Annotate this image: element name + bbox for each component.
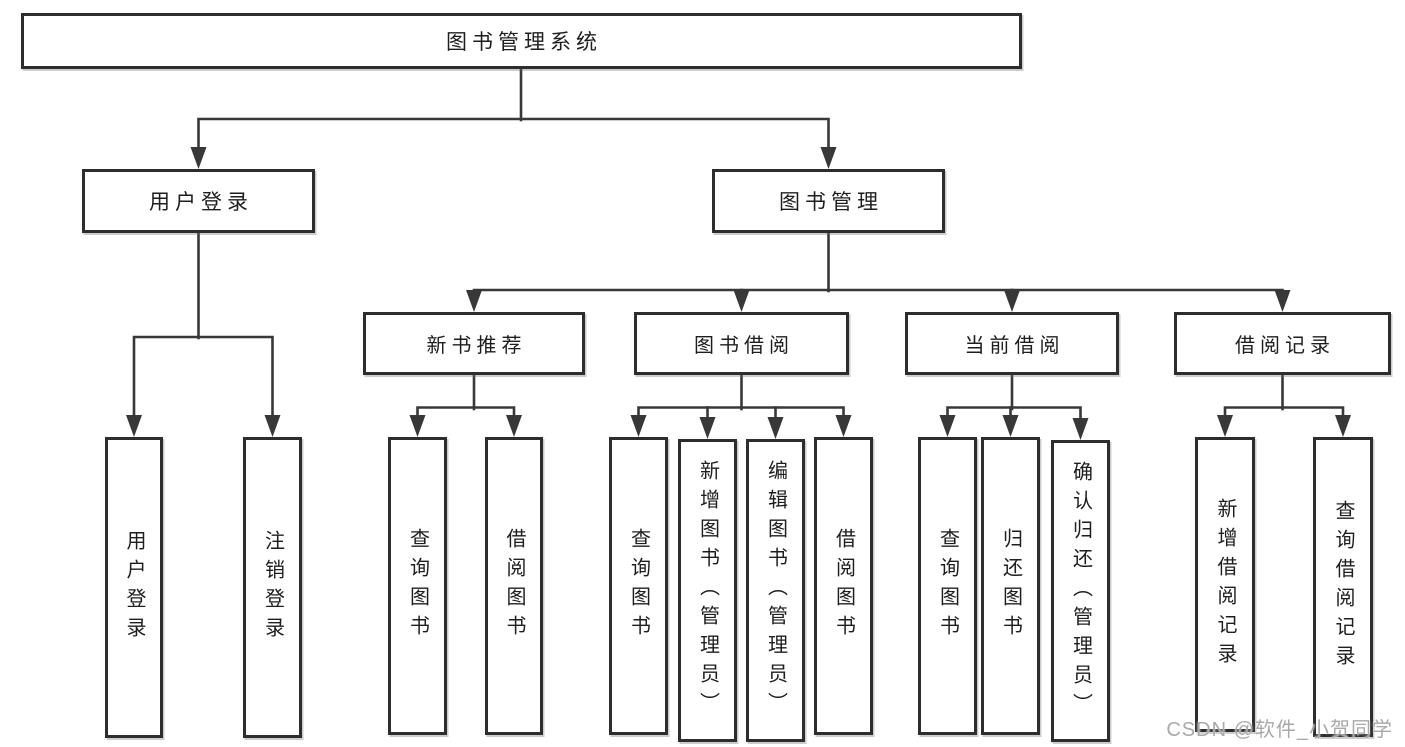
node-current-borrowing: 当前借阅: [905, 312, 1119, 375]
node-query-books-current: 查询图书: [918, 437, 977, 735]
watermark-text: CSDN @软件_小贺同学: [1166, 719, 1393, 741]
node-query-borrow-record: 查询借阅记录: [1313, 437, 1373, 737]
node-return-book: 归还图书: [981, 437, 1040, 735]
node-book-management: 图书管理: [712, 169, 945, 233]
node-confirm-return-admin: 确认归还（管理员）: [1051, 440, 1110, 742]
node-query-books-recommend: 查询图书: [388, 437, 447, 735]
node-add-borrow-record: 新增借阅记录: [1195, 437, 1255, 732]
node-edit-book-admin: 编辑图书（管理员）: [746, 439, 805, 742]
node-borrow-books-recommend: 借阅图书: [485, 437, 543, 735]
node-borrowing-records: 借阅记录: [1174, 312, 1391, 375]
node-add-book-admin: 新增图书（管理员）: [678, 439, 737, 742]
node-borrow-books-borrowing: 借阅图书: [814, 437, 873, 735]
node-query-books-borrowing: 查询图书: [609, 437, 668, 735]
node-book-borrowing: 图书借阅: [634, 312, 849, 375]
node-login: 用户登录: [105, 437, 163, 738]
node-library-system: 图书管理系统: [21, 13, 1022, 69]
node-user-login: 用户登录: [82, 169, 315, 233]
node-logout: 注销登录: [243, 437, 302, 738]
node-new-book-recommend: 新书推荐: [363, 312, 585, 375]
